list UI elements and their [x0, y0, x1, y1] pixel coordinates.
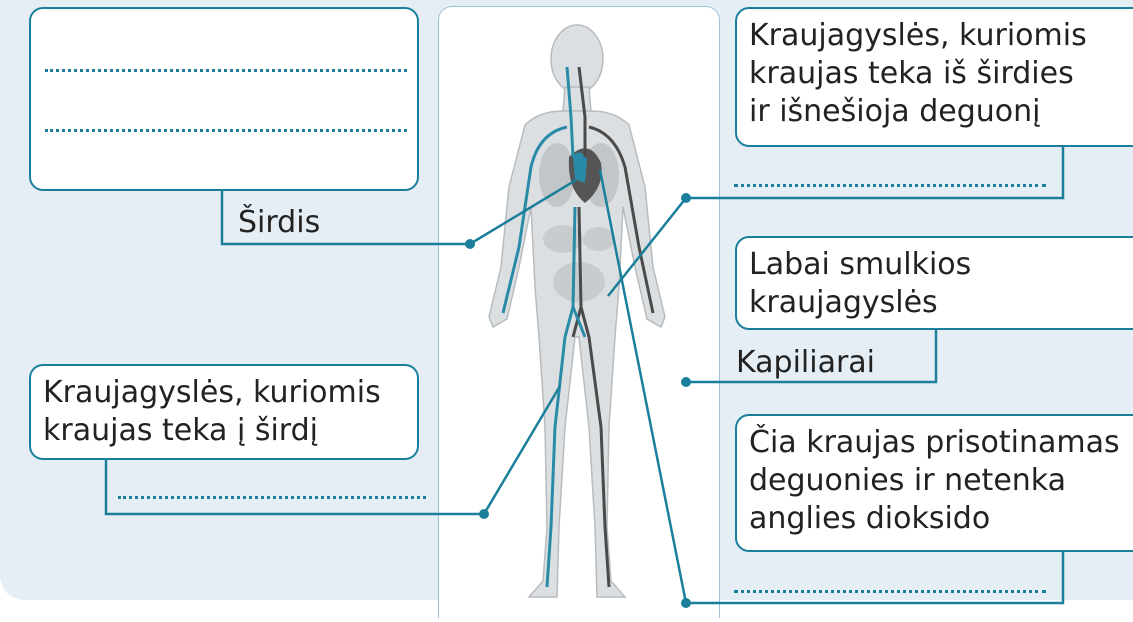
answer-line-2[interactable] [45, 129, 407, 132]
lungs-description-box: Čia kraujas prisotinamas deguonies ir ne… [735, 414, 1133, 552]
veins-description-box: Kraujagyslės, kuriomis kraujas teka į ši… [29, 364, 419, 460]
figure-panel [438, 6, 720, 618]
arteries-answer-line[interactable] [734, 184, 1046, 187]
lungs-description-text: Čia kraujas prisotinamas deguonies ir ne… [749, 424, 1120, 538]
answer-line-1[interactable] [45, 69, 407, 72]
veins-description-text: Kraujagyslės, kuriomis kraujas teka į ši… [43, 374, 381, 450]
arteries-description-text: Kraujagyslės, kuriomis kraujas teka iš š… [749, 17, 1087, 131]
body-silhouette [489, 25, 665, 597]
human-body-illustration [439, 7, 719, 618]
heart-label: Širdis [238, 206, 320, 240]
lungs-answer-line[interactable] [734, 590, 1046, 593]
veins-answer-line[interactable] [118, 496, 426, 499]
answer-box-top-left [29, 7, 419, 191]
capillaries-description-text: Labai smulkios kraujagyslės [749, 246, 971, 322]
capillaries-description-box: Labai smulkios kraujagyslės [735, 236, 1133, 330]
capillaries-label: Kapiliarai [736, 346, 875, 380]
arteries-description-box: Kraujagyslės, kuriomis kraujas teka iš š… [735, 7, 1133, 147]
